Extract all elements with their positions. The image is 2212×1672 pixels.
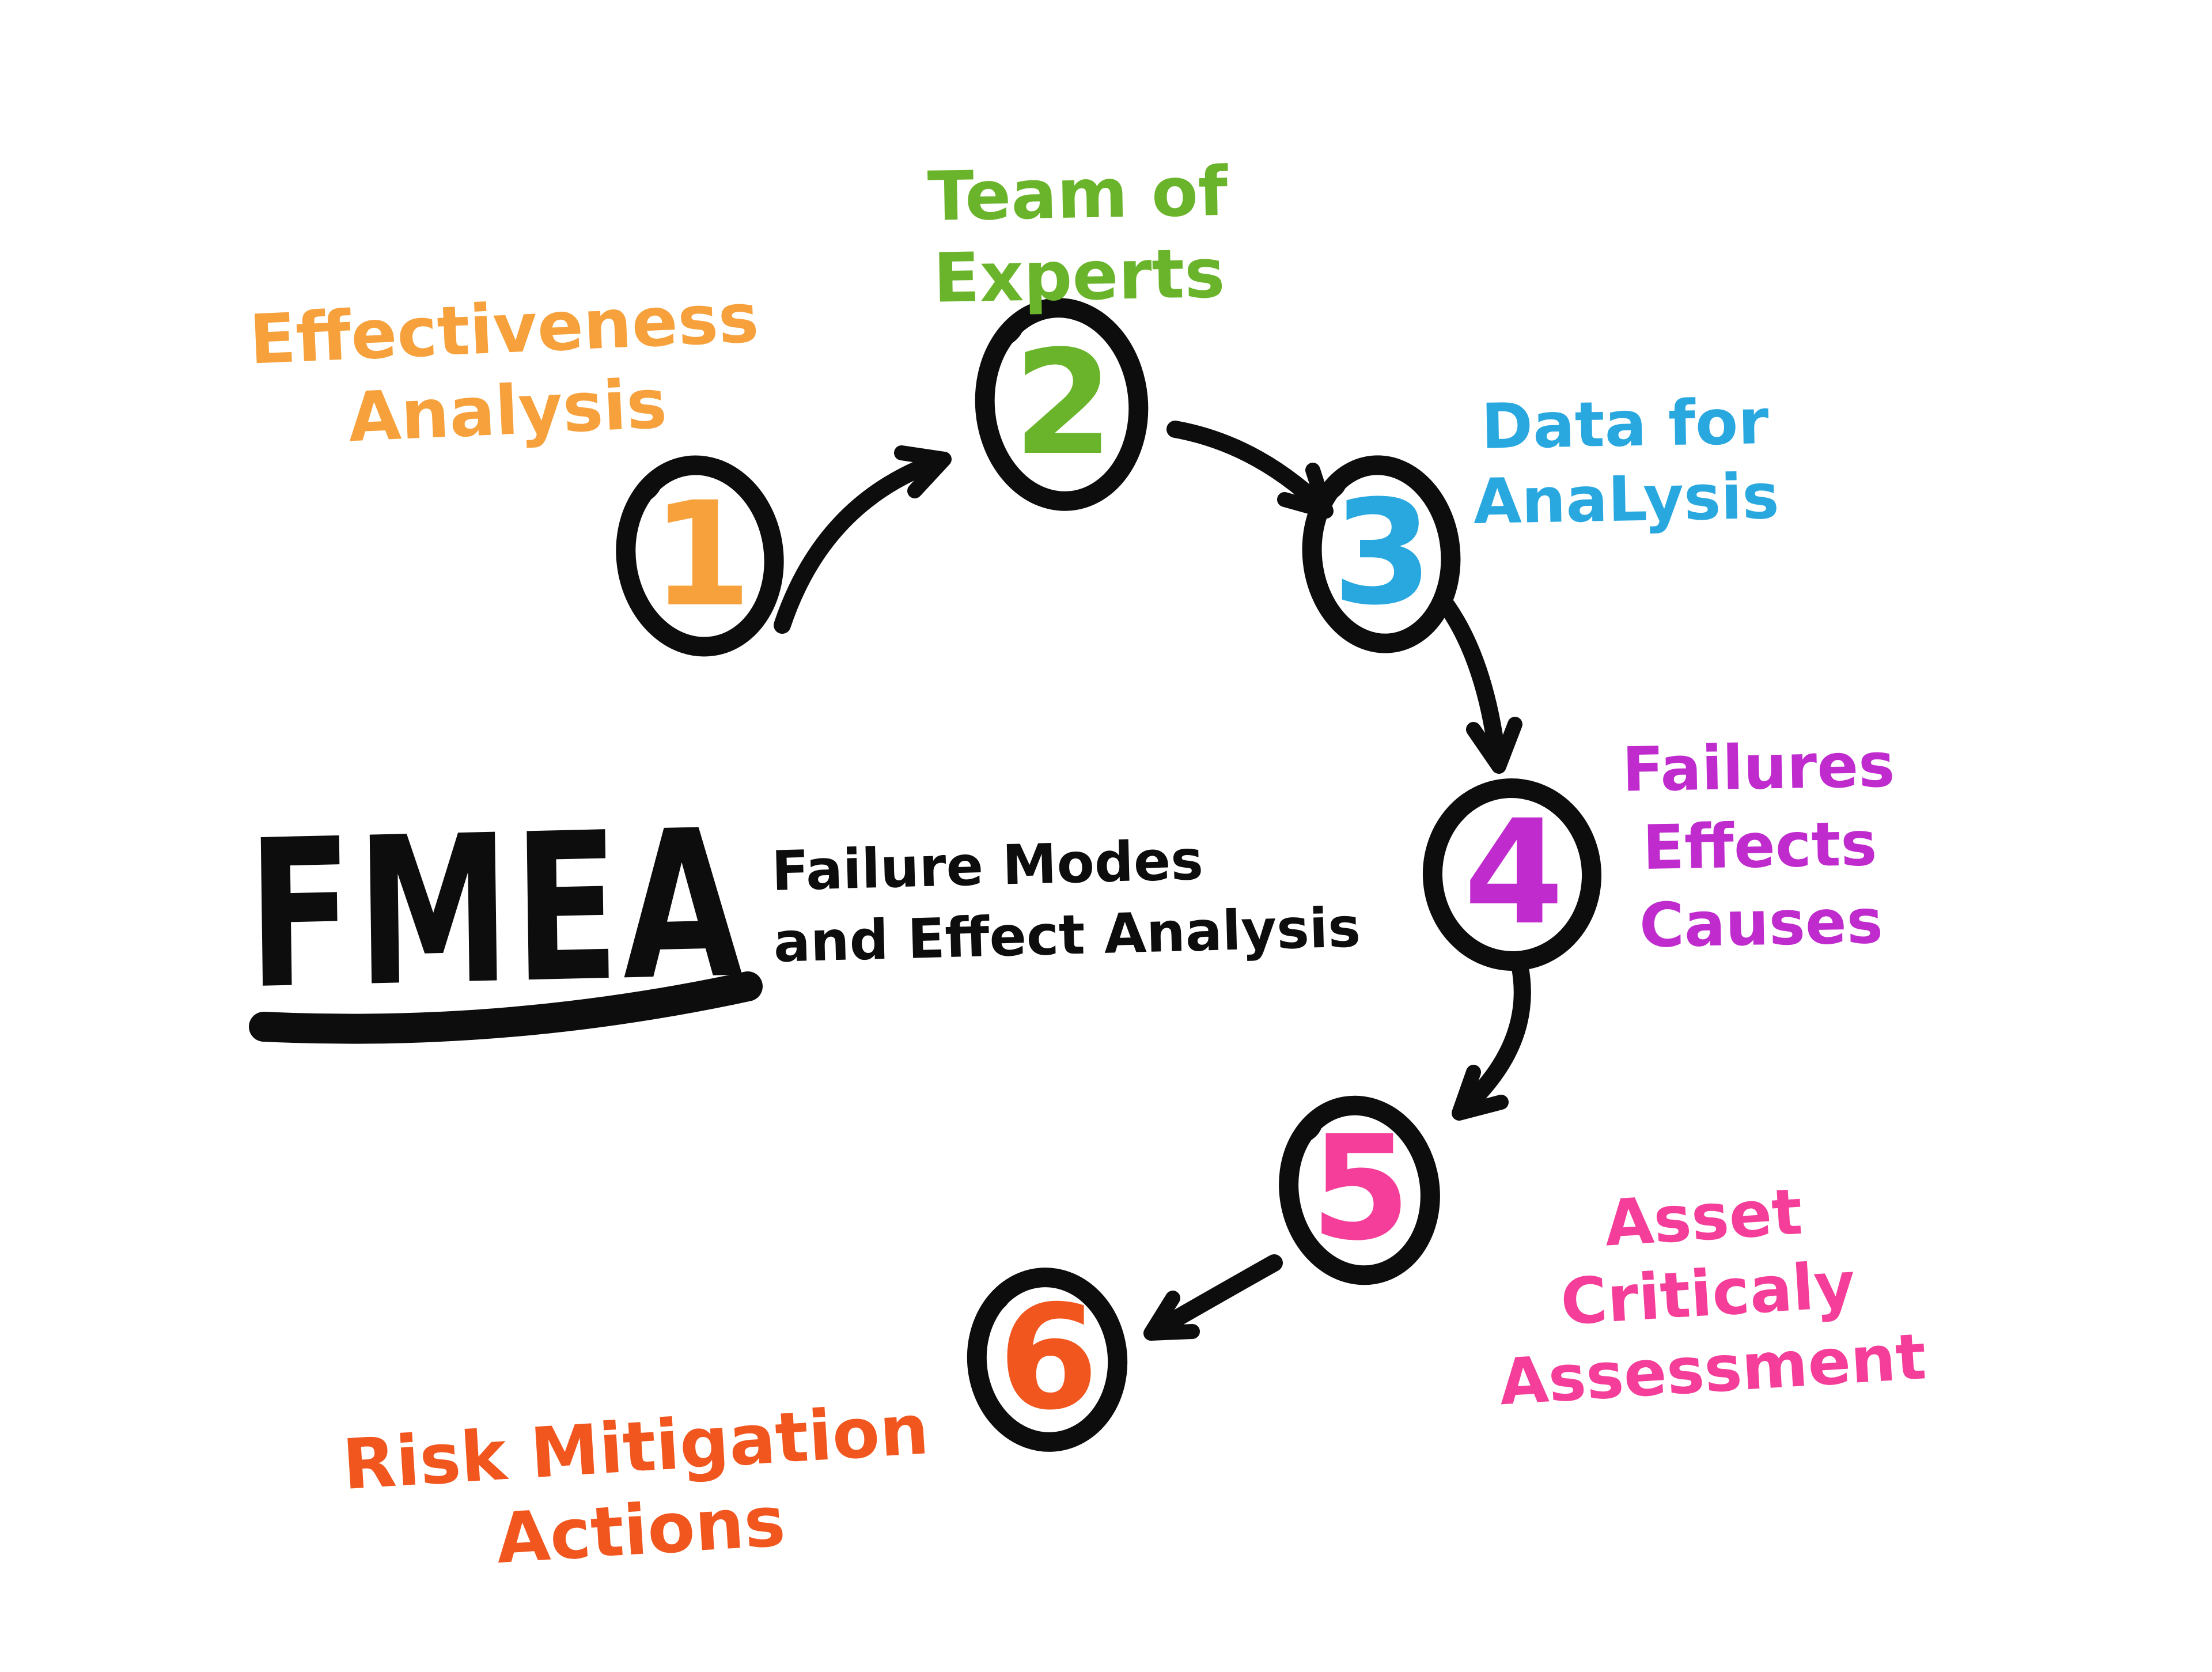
node-number-4: 4 [1464, 789, 1564, 956]
node-label-5: Asset Criticaly Assessment [1497, 1174, 1929, 1420]
fmea-title: FMEA [246, 786, 747, 1035]
node-number-5: 5 [1310, 1104, 1411, 1272]
pen-blob-5 [1295, 1117, 1323, 1144]
node-label-4: Failures Effects Causes [1622, 729, 1896, 962]
node-number-3: 3 [1332, 469, 1433, 637]
arrow-2-3 [1166, 421, 1334, 519]
node-number-6: 6 [998, 1274, 1099, 1442]
pen-blob-4 [1442, 800, 1471, 827]
node-label-3: Data for AnaLysis [1472, 386, 1780, 538]
fmea-underline [249, 971, 763, 1044]
node-circle-2 [975, 298, 1149, 511]
fmea-subtitle: Failure Modes and Effect Analysis [771, 829, 1362, 975]
arrow-4-5 [1452, 956, 1531, 1121]
pen-blob-6 [984, 1288, 1012, 1314]
pen-blob-2 [994, 319, 1024, 347]
arrow-3-4 [1438, 597, 1522, 774]
node-circle-5 [1279, 1095, 1440, 1285]
node-circle-6 [967, 1268, 1128, 1452]
node-label-1: Effectiveness Analysis [248, 278, 760, 457]
node-label-2: Team of Experts [927, 151, 1229, 318]
node-number-2: 2 [1013, 319, 1113, 487]
pen-blob-1 [632, 476, 662, 504]
arrow-5-6 [1143, 1254, 1283, 1341]
node-circle-1 [616, 455, 784, 657]
arrow-1-2 [774, 445, 952, 634]
node-number-1: 1 [652, 471, 752, 638]
